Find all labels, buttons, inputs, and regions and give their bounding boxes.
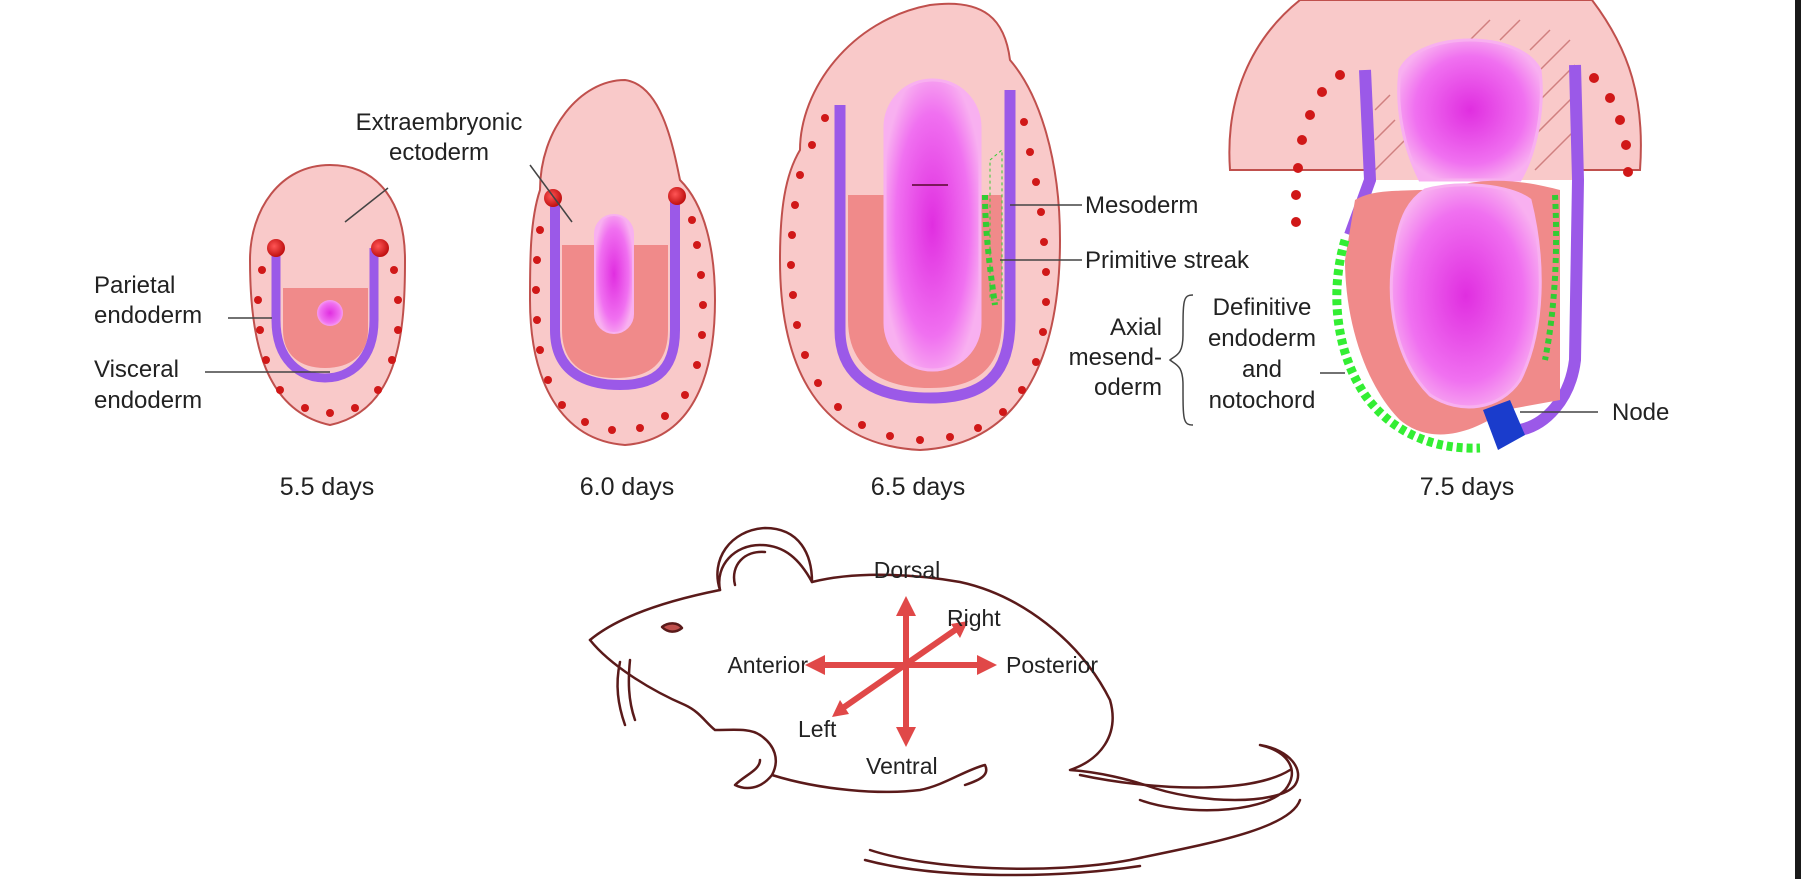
label-def-endoderm: endoderm: [1208, 325, 1316, 352]
axis-label-dorsal: Dorsal: [874, 557, 940, 583]
label-parietal-endoderm: endoderm: [94, 302, 202, 329]
arrowhead-posterior: [977, 655, 997, 675]
label-and: and: [1242, 356, 1282, 383]
proamniotic-cavity-6-5: [885, 80, 980, 370]
window-edge: [1795, 0, 1801, 879]
axis-label-posterior: Posterior: [1006, 652, 1098, 678]
amniotic-cavity-bottom-7-5: [1391, 185, 1540, 407]
label-mesend: mesend-: [1069, 344, 1162, 371]
mouse-front-leg: [735, 735, 776, 788]
label-parietal: Parietal: [94, 272, 175, 299]
stage-5-5: 5.5 days: [280, 473, 375, 501]
embryo-6-0-days: [530, 80, 715, 445]
stage-7-5: 7.5 days: [1420, 473, 1515, 501]
mouse-whisker-1: [629, 660, 635, 720]
axis-label-right: Right: [947, 605, 1001, 631]
embryo-6-5-days: [780, 4, 1060, 450]
embryo-7-5-days: [1228, 0, 1641, 450]
label-ectoderm: ectoderm: [389, 139, 489, 166]
proamniotic-cavity-6-0: [595, 215, 633, 333]
mouse-tail: [865, 770, 1300, 875]
axis-label-left: Left: [798, 716, 837, 742]
label-node: Node: [1612, 399, 1669, 426]
stage-6-0: 6.0 days: [580, 473, 675, 501]
stage-labels: 5.5 days 6.0 days 6.5 days 7.5 days: [280, 473, 1515, 501]
label-primitive-streak: Primitive streak: [1085, 247, 1250, 274]
arrowhead-dorsal: [896, 596, 916, 616]
proamniotic-cavity-5-5: [317, 300, 343, 326]
arrowhead-anterior: [805, 655, 825, 675]
parietal-dot-top-left-5-5: [267, 239, 285, 257]
label-oderm: oderm: [1094, 374, 1162, 401]
axis-label-anterior: Anterior: [727, 652, 808, 678]
mouse-ear-inner: [734, 552, 765, 585]
label-visceral-endoderm: endoderm: [94, 387, 202, 414]
epiblast-core-5-5: [283, 288, 368, 368]
mouse-outline: [590, 528, 1300, 875]
amniotic-cavity-top-7-5: [1399, 40, 1542, 180]
label-mesoderm: Mesoderm: [1085, 192, 1198, 219]
stage-6-5: 6.5 days: [871, 473, 966, 501]
label-visceral: Visceral: [94, 356, 179, 383]
axis-label-ventral: Ventral: [866, 753, 938, 779]
label-definitive: Definitive: [1213, 294, 1312, 321]
embryo-5-5-days: [250, 165, 405, 425]
label-extraembryonic: Extraembryonic: [356, 109, 523, 136]
arrowhead-ventral: [896, 727, 916, 747]
label-notochord: notochord: [1209, 387, 1316, 414]
label-axial: Axial: [1110, 314, 1162, 341]
mouse-body: [590, 545, 1298, 810]
parietal-dot-top-right-6-0: [668, 187, 686, 205]
mouse-eye: [662, 623, 682, 631]
parietal-dot-top-right-5-5: [371, 239, 389, 257]
mouse-ear: [717, 528, 812, 590]
left-right-axis: [840, 628, 958, 710]
